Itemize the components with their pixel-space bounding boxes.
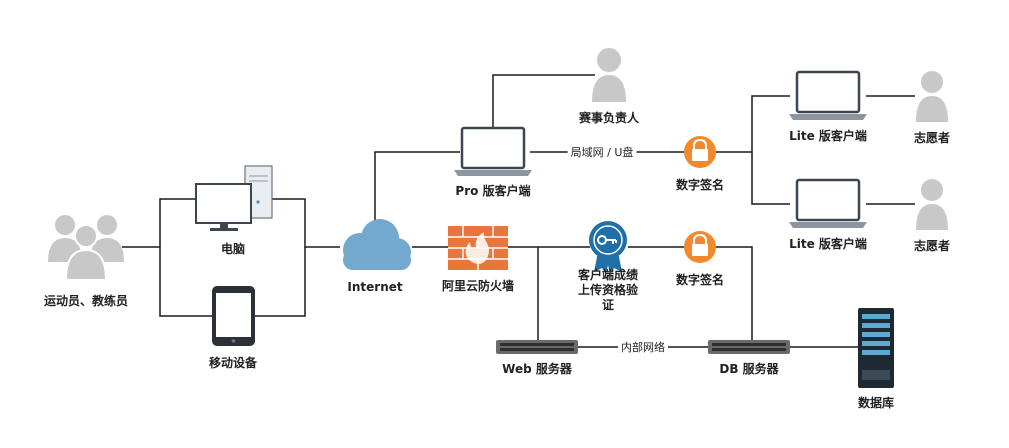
athletes-label: 运动员、教练员	[43, 294, 129, 308]
web-server-label: Web 服务器	[502, 362, 572, 376]
certificate-badge-icon	[589, 221, 627, 274]
event-manager-person-icon	[592, 48, 626, 102]
volunteer-2-label: 志愿者	[913, 239, 951, 253]
desktop-computer-icon	[195, 165, 273, 231]
mobile-label: 移动设备	[208, 356, 258, 370]
laptop-lite-icon-2	[789, 178, 867, 228]
lite-client-2-label: Lite 版客户端	[789, 237, 867, 251]
lock-icon-mid	[684, 231, 716, 263]
volunteer-person-icon-2	[916, 179, 948, 230]
cert-label: 客户端成绩 上传资格验 证	[568, 268, 648, 313]
signature-top-label: 数字签名	[675, 178, 725, 192]
cert-label-line-3: 证	[601, 298, 614, 312]
db-server-label: DB 服务器	[719, 362, 779, 376]
lite-client-1-label: Lite 版客户端	[789, 129, 867, 143]
pc-label: 电脑	[220, 242, 246, 256]
volunteer-person-icon-1	[916, 71, 948, 122]
db-server-switch-icon	[708, 340, 790, 354]
tablet-icon	[212, 286, 255, 346]
edge-label-intranet: 内部网络	[618, 339, 668, 355]
laptop-lite-icon-1	[789, 70, 867, 120]
edge-label-lan-usb: 局域网 / U盘	[567, 144, 637, 160]
internet-label: Internet	[347, 280, 403, 294]
firewall-label: 阿里云防火墙	[441, 279, 515, 293]
volunteer-1-label: 志愿者	[913, 131, 951, 145]
laptop-pro-icon	[454, 126, 532, 176]
cert-label-line-1: 客户端成绩	[577, 268, 638, 282]
pro-client-label: Pro 版客户端	[455, 184, 531, 198]
cert-label-line-2: 上传资格验	[577, 283, 638, 297]
lock-icon-top	[684, 136, 716, 168]
event-manager-label: 赛事负责人	[578, 111, 640, 125]
athletes-icon	[48, 215, 124, 281]
web-server-switch-icon	[496, 340, 578, 354]
database-server-icon	[858, 308, 894, 388]
firewall-icon	[448, 226, 508, 270]
database-label: 数据库	[857, 396, 895, 410]
signature-mid-label: 数字签名	[675, 273, 725, 287]
cloud-icon	[343, 219, 411, 270]
